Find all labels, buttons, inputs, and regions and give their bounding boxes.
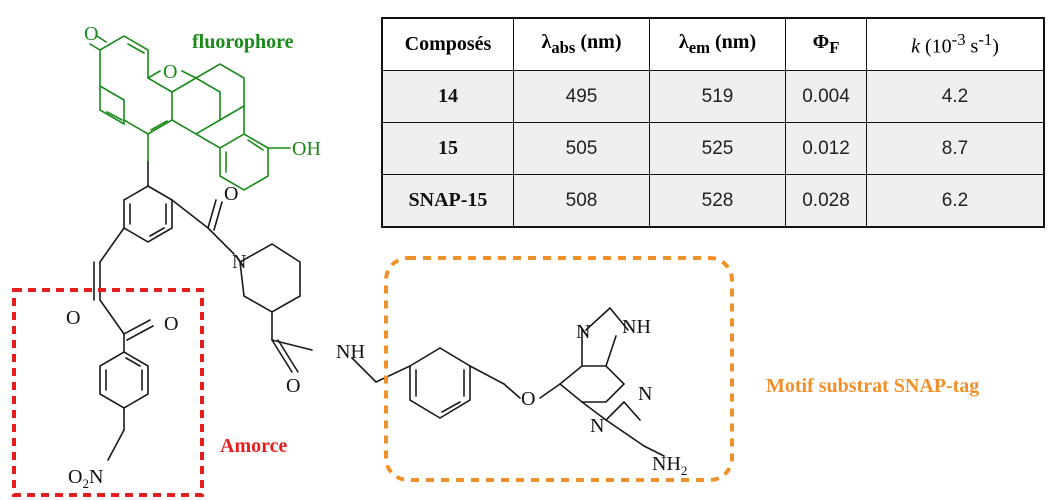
atom-o-diketone1: O [66, 307, 80, 329]
label-amorce: Amorce [220, 435, 287, 457]
motif-highlight-box [384, 256, 734, 482]
atom-purine-nh9: NH [622, 316, 651, 338]
header-phi: ΦF [785, 17, 867, 71]
cell-em: 519 [649, 70, 786, 123]
atom-nh2: NH2 [652, 453, 687, 478]
cell-phi: 0.004 [785, 70, 867, 123]
atom-o-amide1: O [224, 183, 238, 205]
header-k: k (10-3 s-1) [866, 17, 1045, 71]
atom-o-ketone: O [84, 23, 98, 45]
cell-k: 6.2 [866, 174, 1045, 228]
label-fluorophore: fluorophore [192, 31, 294, 53]
atom-nh: NH [336, 341, 365, 363]
atom-o-ring: O [163, 61, 177, 83]
cell-em: 525 [649, 122, 786, 175]
table-row: SNAP-15 508 528 0.028 6.2 [381, 174, 1045, 228]
cell-abs: 508 [513, 174, 650, 228]
photophysical-data-table: Composés λabs (nm) λem (nm) ΦF k (10-3 s… [381, 17, 1045, 228]
header-abs: λabs (nm) [513, 17, 650, 71]
header-em: λem (nm) [649, 17, 786, 71]
header-compound: Composés [381, 17, 514, 71]
cell-em: 528 [649, 174, 786, 228]
cell-compound: 15 [381, 122, 514, 175]
cell-k: 8.7 [866, 122, 1045, 175]
table-row: 14 495 519 0.004 4.2 [381, 70, 1045, 123]
cell-phi: 0.028 [785, 174, 867, 228]
cell-compound: SNAP-15 [381, 174, 514, 228]
cell-phi: 0.012 [785, 122, 867, 175]
atom-purine-n1: N [590, 415, 604, 437]
atom-n-piperidine: N [232, 251, 246, 273]
cell-abs: 495 [513, 70, 650, 123]
central-aromatic-ring [93, 161, 665, 461]
fluorophore-structure [89, 35, 291, 191]
atom-o-amide2: O [286, 375, 300, 397]
cell-abs: 505 [513, 122, 650, 175]
atom-o-ether: O [521, 388, 535, 410]
table-header-row: Composés λabs (nm) λem (nm) ΦF k (10-3 s… [381, 17, 1045, 71]
atom-purine-n7: N [576, 321, 590, 343]
table-row: 15 505 525 0.012 8.7 [381, 122, 1045, 175]
atom-purine-n3: N [638, 383, 652, 405]
atom-o-diketone2: O [164, 313, 178, 335]
cell-k: 4.2 [866, 70, 1045, 123]
atom-oh: OH [292, 138, 321, 160]
cell-compound: 14 [381, 70, 514, 123]
label-motif: Motif substrat SNAP-tag [766, 375, 979, 397]
atom-nitro: O2N [68, 466, 103, 491]
